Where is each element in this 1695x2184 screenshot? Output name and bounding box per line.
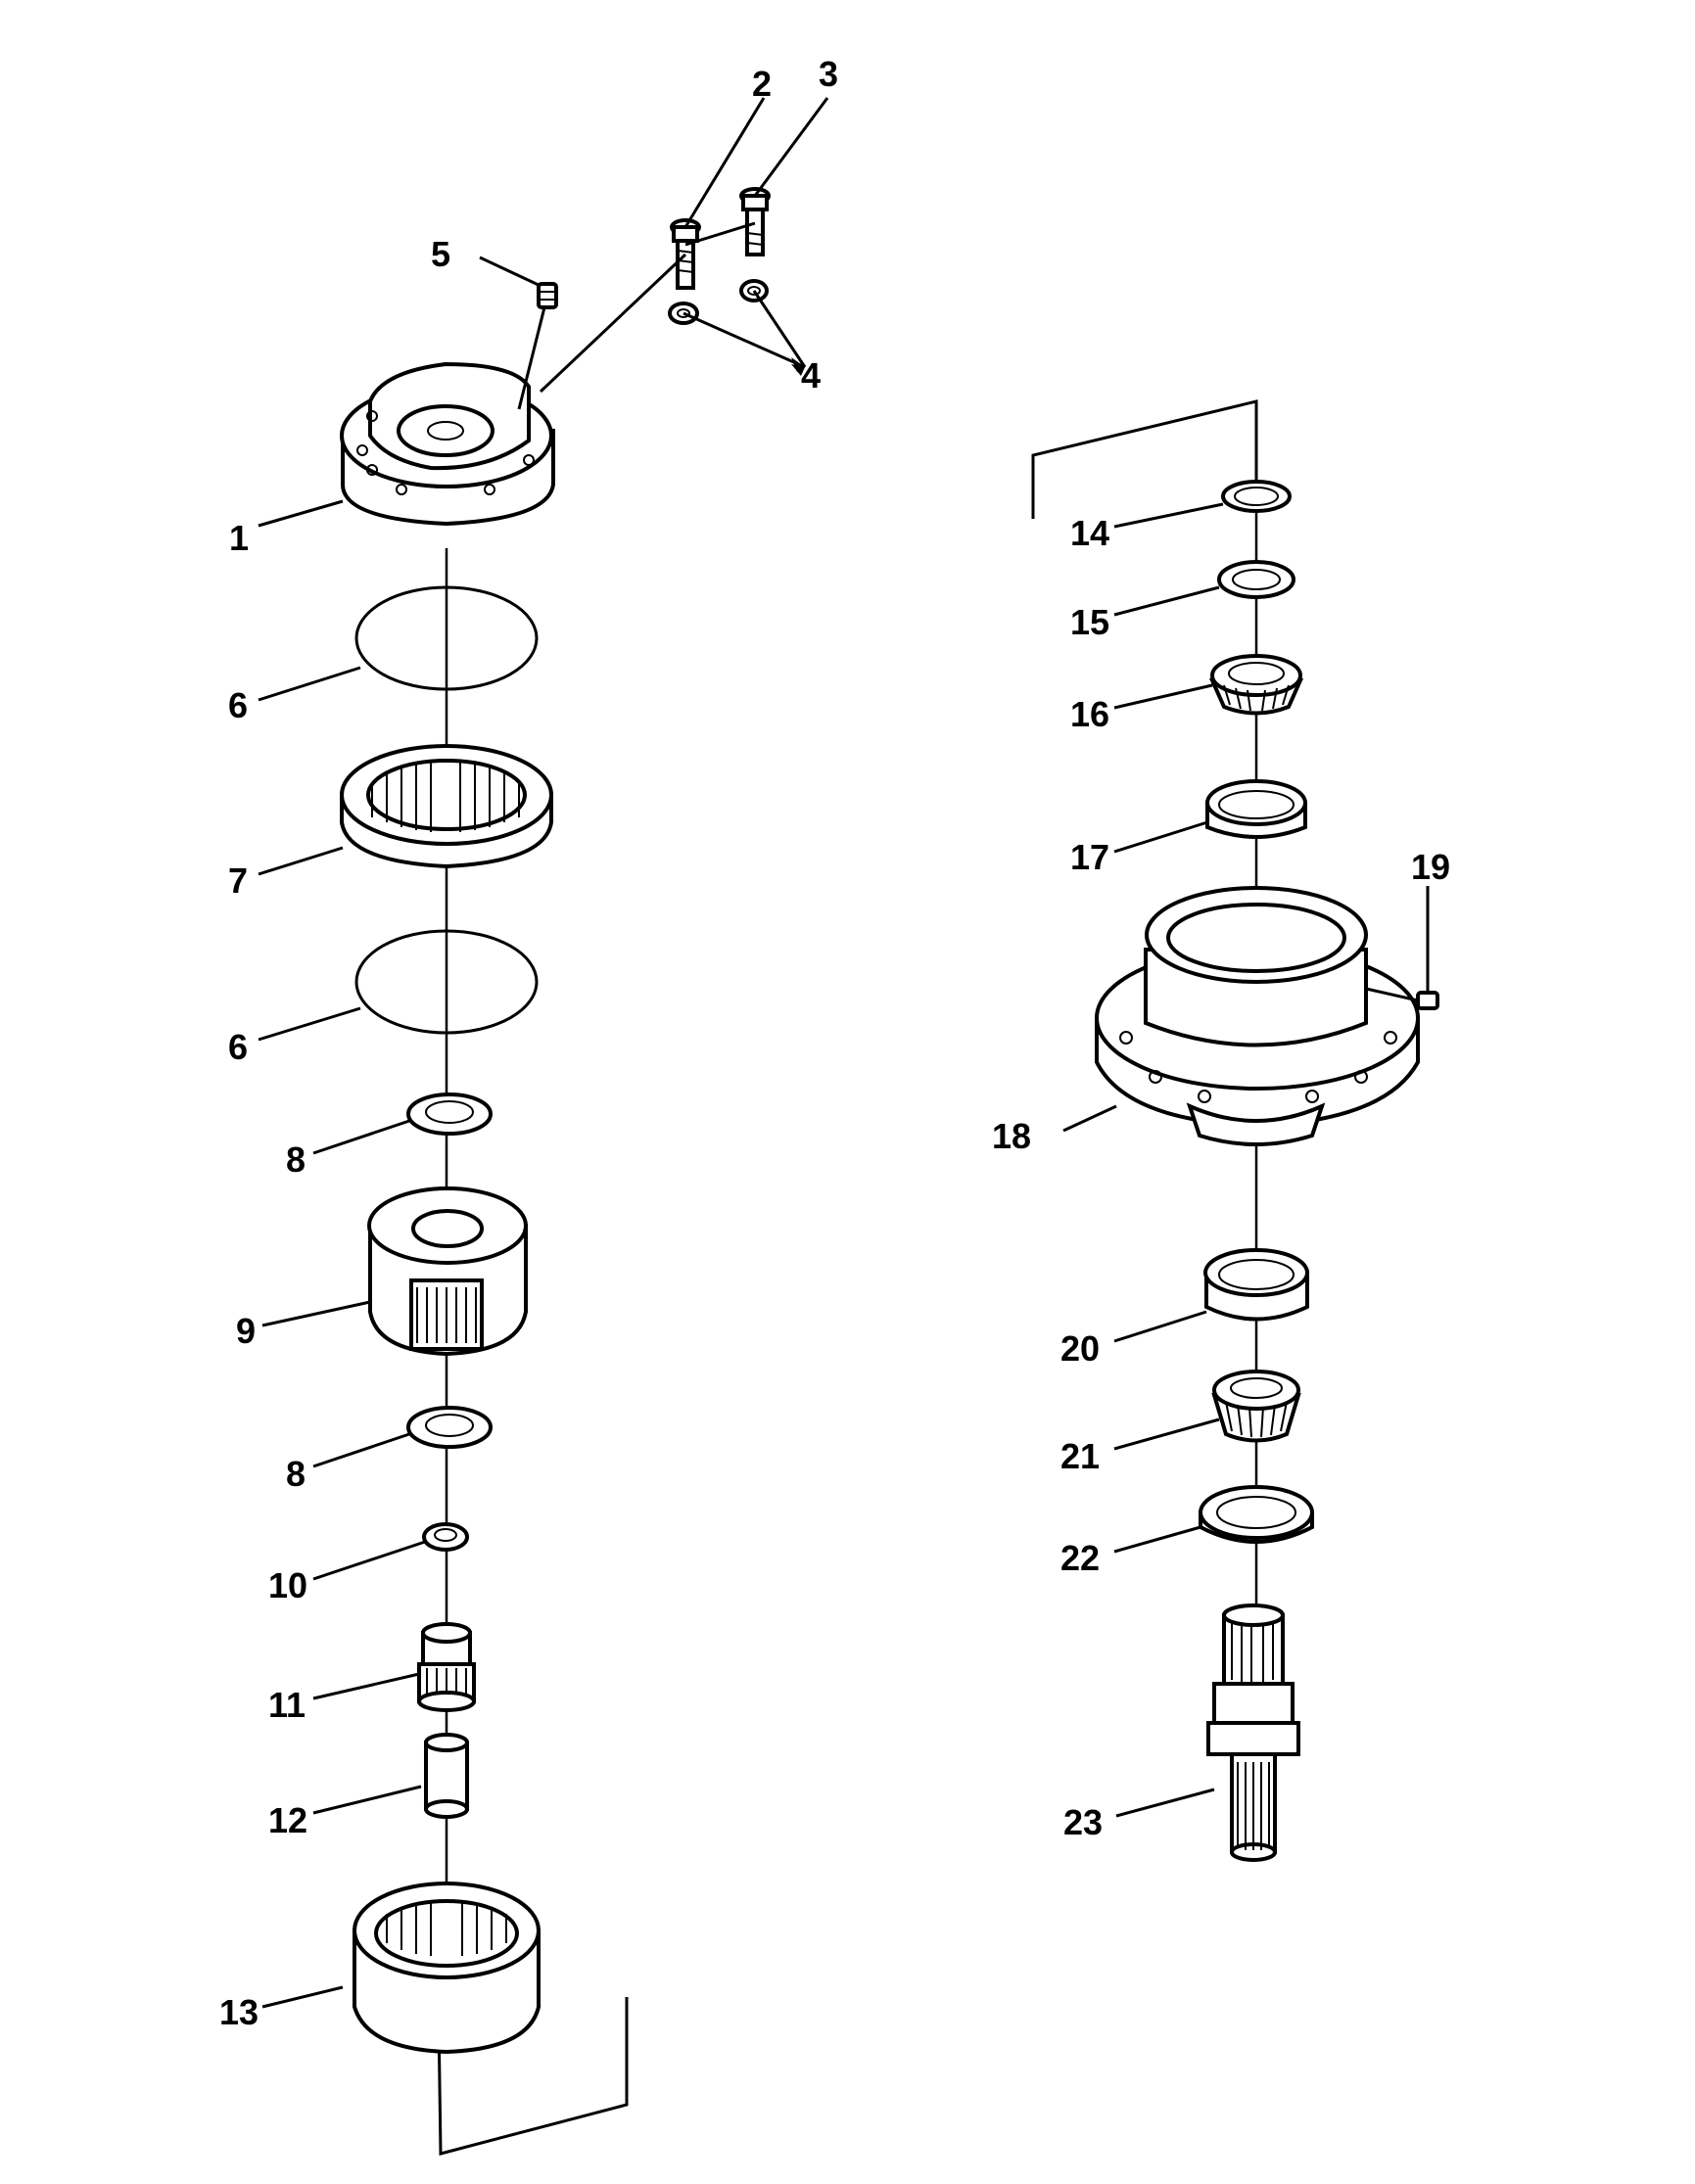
part-21-cone-bearing bbox=[1211, 1370, 1301, 1443]
callout-3: 3 bbox=[819, 54, 838, 94]
callout-labels: 1 2 3 4 5 6 7 6 8 9 8 10 11 12 13 14 15 … bbox=[219, 54, 1450, 2032]
callout-20: 20 bbox=[1060, 1328, 1100, 1369]
callout-19: 19 bbox=[1411, 847, 1450, 887]
leader-lines bbox=[258, 97, 1430, 2009]
callout-16: 16 bbox=[1070, 694, 1109, 734]
part-23-output-shaft bbox=[1206, 1603, 1300, 1862]
part-5-plug bbox=[537, 282, 558, 309]
part-18-hub bbox=[1095, 886, 1420, 1146]
part-19-plug bbox=[1416, 991, 1439, 1010]
part-9-planet-carrier bbox=[367, 1186, 528, 1357]
part-12-spacer bbox=[424, 1733, 469, 1819]
callout-18: 18 bbox=[992, 1116, 1031, 1156]
part-16-cone-bearing bbox=[1208, 654, 1304, 716]
part-11-sun-gear bbox=[417, 1622, 476, 1712]
callout-22: 22 bbox=[1060, 1538, 1100, 1578]
callout-23: 23 bbox=[1063, 1802, 1103, 1842]
callout-10: 10 bbox=[268, 1565, 307, 1605]
part-20-bearing-cup bbox=[1203, 1248, 1309, 1322]
part-6-o-ring-lower bbox=[354, 929, 539, 1035]
part-7-ring-gear bbox=[340, 744, 553, 869]
part-4-arrowheads bbox=[791, 357, 805, 376]
part-2-bolt bbox=[670, 218, 701, 290]
callout-1: 1 bbox=[229, 518, 249, 558]
callout-5: 5 bbox=[431, 234, 450, 274]
part-10-ring bbox=[422, 1522, 469, 1552]
callout-8-lower: 8 bbox=[286, 1454, 306, 1494]
part-1-cover bbox=[340, 361, 555, 527]
part-22-seal bbox=[1199, 1485, 1314, 1544]
part-14-snap-ring bbox=[1221, 480, 1292, 513]
part-6-o-ring-upper bbox=[354, 585, 539, 691]
callout-15: 15 bbox=[1070, 602, 1109, 642]
connector-bracket-bottom bbox=[437, 1997, 629, 2156]
connector-bracket-top bbox=[1031, 399, 1258, 519]
part-8-washer-lower bbox=[406, 1406, 493, 1449]
part-4-washers bbox=[668, 279, 769, 325]
callout-14: 14 bbox=[1070, 513, 1109, 553]
part-17-bearing-cup bbox=[1205, 779, 1307, 839]
callout-21: 21 bbox=[1060, 1436, 1100, 1476]
callout-6-upper: 6 bbox=[228, 685, 248, 725]
part-8-washer-upper bbox=[406, 1092, 493, 1136]
callout-17: 17 bbox=[1070, 837, 1109, 877]
callout-13: 13 bbox=[219, 1992, 259, 2032]
part-15-washer bbox=[1217, 560, 1295, 599]
callout-11: 11 bbox=[268, 1685, 306, 1725]
callout-4: 4 bbox=[801, 355, 821, 395]
callout-12: 12 bbox=[268, 1800, 307, 1840]
callout-9: 9 bbox=[236, 1311, 256, 1351]
callout-6-lower: 6 bbox=[228, 1027, 248, 1067]
callout-7: 7 bbox=[228, 860, 248, 901]
callout-8-upper: 8 bbox=[286, 1139, 306, 1180]
part-13-ring-housing bbox=[353, 1882, 541, 2055]
callout-2: 2 bbox=[752, 64, 772, 104]
part-3-bolt bbox=[739, 187, 771, 256]
